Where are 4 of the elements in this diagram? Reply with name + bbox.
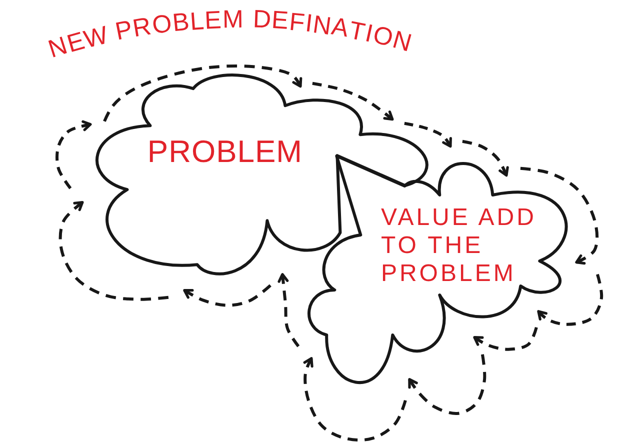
- speech-cloud: [306, 152, 570, 386]
- cloud-label: VALUE ADD TO THE PROBLEM: [380, 204, 538, 288]
- cloud-label: PROBLEM: [147, 134, 303, 170]
- curved-title: NEW PROBLEM DEFINATION: [46, 7, 414, 63]
